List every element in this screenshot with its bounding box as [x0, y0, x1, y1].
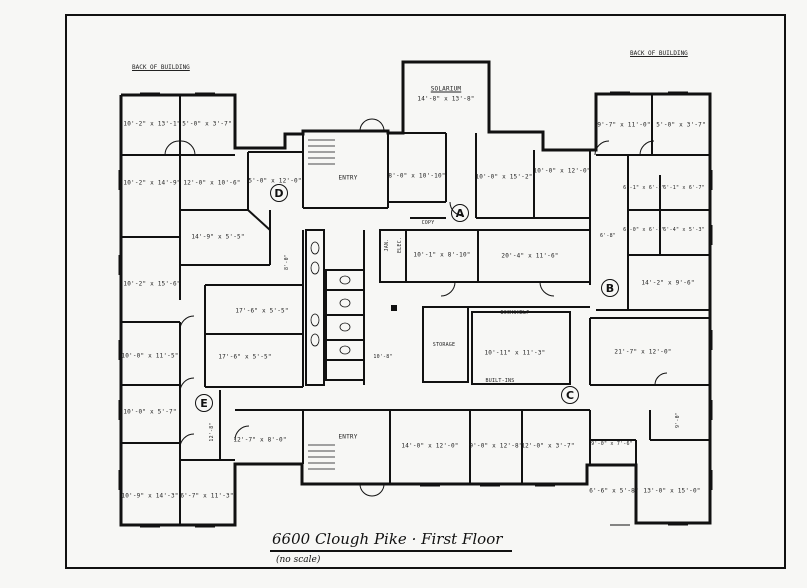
solarium-dimensions: 14'-8" x 13'-8": [417, 95, 475, 103]
room-ne6: 6'-4" x 5'-3": [663, 227, 705, 233]
room-c2: 8'-0": [284, 253, 290, 271]
exterior-walls: [119, 60, 712, 527]
jan-label: JAN.: [384, 238, 390, 252]
room-a2: 20'-4" x 11'-6": [501, 252, 559, 260]
room-c4: 10'-11" x 11'-3": [484, 349, 546, 357]
room-c3: 17'-6" x 5'-5": [218, 353, 272, 361]
room-ne4: 6'-1" x 6'-7": [663, 185, 705, 191]
copy-label: COPY: [421, 220, 435, 226]
entry-top-label: ENTRY: [338, 174, 358, 182]
room-w5: 6'-7" x 11'-3": [180, 492, 234, 500]
room-sw1: 12'-7" x 8'-0": [233, 436, 287, 444]
room-w4: 10'-9" x 14'-3": [121, 492, 179, 500]
room-c1: 17'-6" x 5'-5": [235, 307, 289, 315]
room-w3: 10'-0" x 5'-7": [123, 408, 177, 416]
room-n1: 8'-0" x 10'-10": [388, 172, 446, 180]
room-nw5: 5'-0" x 12'-0": [248, 177, 302, 185]
room-e1: 21'-7" x 12'-0": [614, 348, 672, 356]
built-ins-label: BUILT-INS: [485, 378, 515, 384]
storage-label: STORAGE: [432, 342, 456, 348]
room-s3: 12'-0" x 3'-7": [521, 442, 575, 450]
title-underline: [270, 550, 512, 552]
room-n3: 10'-0" x 12'-0": [533, 167, 591, 175]
back-of-building-right: BACK OF BUILDING: [630, 50, 688, 57]
room-s2: 9'-0" x 12'-8": [469, 442, 523, 450]
room-nw1: 10'-2" x 13'-1": [123, 120, 181, 128]
room-se2: 13'-0" x 15'-0": [643, 487, 701, 495]
suite-marker-c: C: [561, 386, 579, 404]
solarium-label: SOLARIUM: [430, 85, 462, 93]
room-ne3: 6'-1" x 6'-2": [623, 185, 665, 191]
room-ne2: 5'-0" x 3'-7": [656, 121, 706, 129]
window-marks: [118, 91, 713, 528]
stairs: [308, 139, 335, 470]
door-swings: [164, 118, 668, 497]
entry-bottom-label: ENTRY: [338, 433, 358, 441]
bookshelf-label: BOOKSHELF: [500, 310, 530, 316]
room-nw3: 10'-2" x 14'-9": [123, 179, 181, 187]
suite-marker-b: B: [601, 279, 619, 297]
interior-walls: [121, 94, 710, 525]
room-se1: 6'-6" x 5'-8": [589, 487, 639, 495]
room-nw2: 5'-0" x 3'-7": [182, 120, 232, 128]
room-w1: 10'-2" x 15'-6": [123, 280, 181, 288]
back-of-building-left: BACK OF BUILDING: [132, 64, 190, 71]
room-b1: 14'-2" x 9'-6": [641, 279, 695, 287]
room-nw6: 14'-9" x 5'-5": [191, 233, 245, 241]
sheet-border: [65, 14, 786, 569]
room-ne7: 6'-8": [599, 233, 617, 239]
room-s4: 9'-0" x 7'-6": [591, 441, 633, 447]
room-n2: 10'-0" x 15'-2": [475, 173, 533, 181]
elec-label: ELEC.: [397, 236, 403, 254]
column: [391, 305, 397, 311]
corridor-dim: 12'-8": [209, 422, 215, 442]
room-s5: 9'-0": [675, 411, 681, 429]
room-ne5: 6'-0" x 6'-2": [623, 227, 665, 233]
suite-marker-e: E: [195, 394, 213, 412]
hall-dim: 10'-8": [373, 354, 393, 360]
room-ne1: 9'-7" x 11'-0": [597, 121, 651, 129]
suite-marker-d: D: [270, 184, 288, 202]
room-a1: 10'-1" x 8'-10": [413, 251, 471, 259]
plan-subtitle: (no scale): [276, 555, 321, 565]
room-s1: 14'-0" x 12'-0": [401, 442, 459, 450]
room-nw4: 12'-0" x 10'-6": [183, 179, 241, 187]
suite-marker-a: A: [451, 204, 469, 222]
plan-title: 6600 Clough Pike · First Floor: [272, 530, 503, 548]
restroom-fixtures: [310, 241, 351, 355]
room-w2: 10'-0" x 11'-5": [121, 352, 179, 360]
